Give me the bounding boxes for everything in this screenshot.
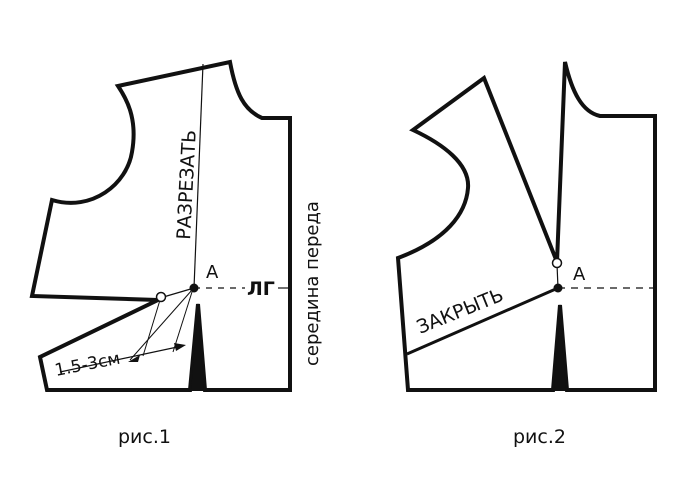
fig1-measure-line <box>59 345 183 373</box>
figure-2: ЗАКРЫТЬ А рис.2 <box>395 61 657 448</box>
fig2-dart-guide-left <box>483 77 558 263</box>
fig2-caption: рис.2 <box>513 426 566 448</box>
fig1-cut-line <box>193 63 204 289</box>
fig1-leader-2 <box>142 299 161 357</box>
fig1-center-front-label: середина переда <box>302 201 323 366</box>
fig1-caption: рис.1 <box>118 426 171 448</box>
fig1-lower-dart <box>188 303 207 391</box>
fig1-point-label: А <box>206 262 219 283</box>
fig1-bodice-outline <box>29 59 292 392</box>
fig1-bust-line-label: ЛГ <box>247 278 275 300</box>
fig2-point-label: А <box>573 264 586 285</box>
fig1-arrowhead-left <box>128 355 140 362</box>
fig1-leader-3 <box>172 291 193 353</box>
fig2-close-line <box>406 286 559 356</box>
figure-1: РАЗРЕЗАТЬ А ЛГ 1.5-3см середина переда р… <box>29 59 323 448</box>
fig1-dart-tip-marker <box>155 291 167 303</box>
fig2-dart-tip-marker <box>551 257 563 269</box>
fig2-bodice-outline <box>395 61 657 392</box>
fig1-measure-label: 1.5-3см <box>53 349 122 381</box>
fig1-leader-1 <box>129 289 193 361</box>
fig1-arrowhead-right <box>174 343 186 351</box>
fig2-dart-guide-right <box>556 61 566 263</box>
fig2-lower-dart <box>551 304 569 391</box>
